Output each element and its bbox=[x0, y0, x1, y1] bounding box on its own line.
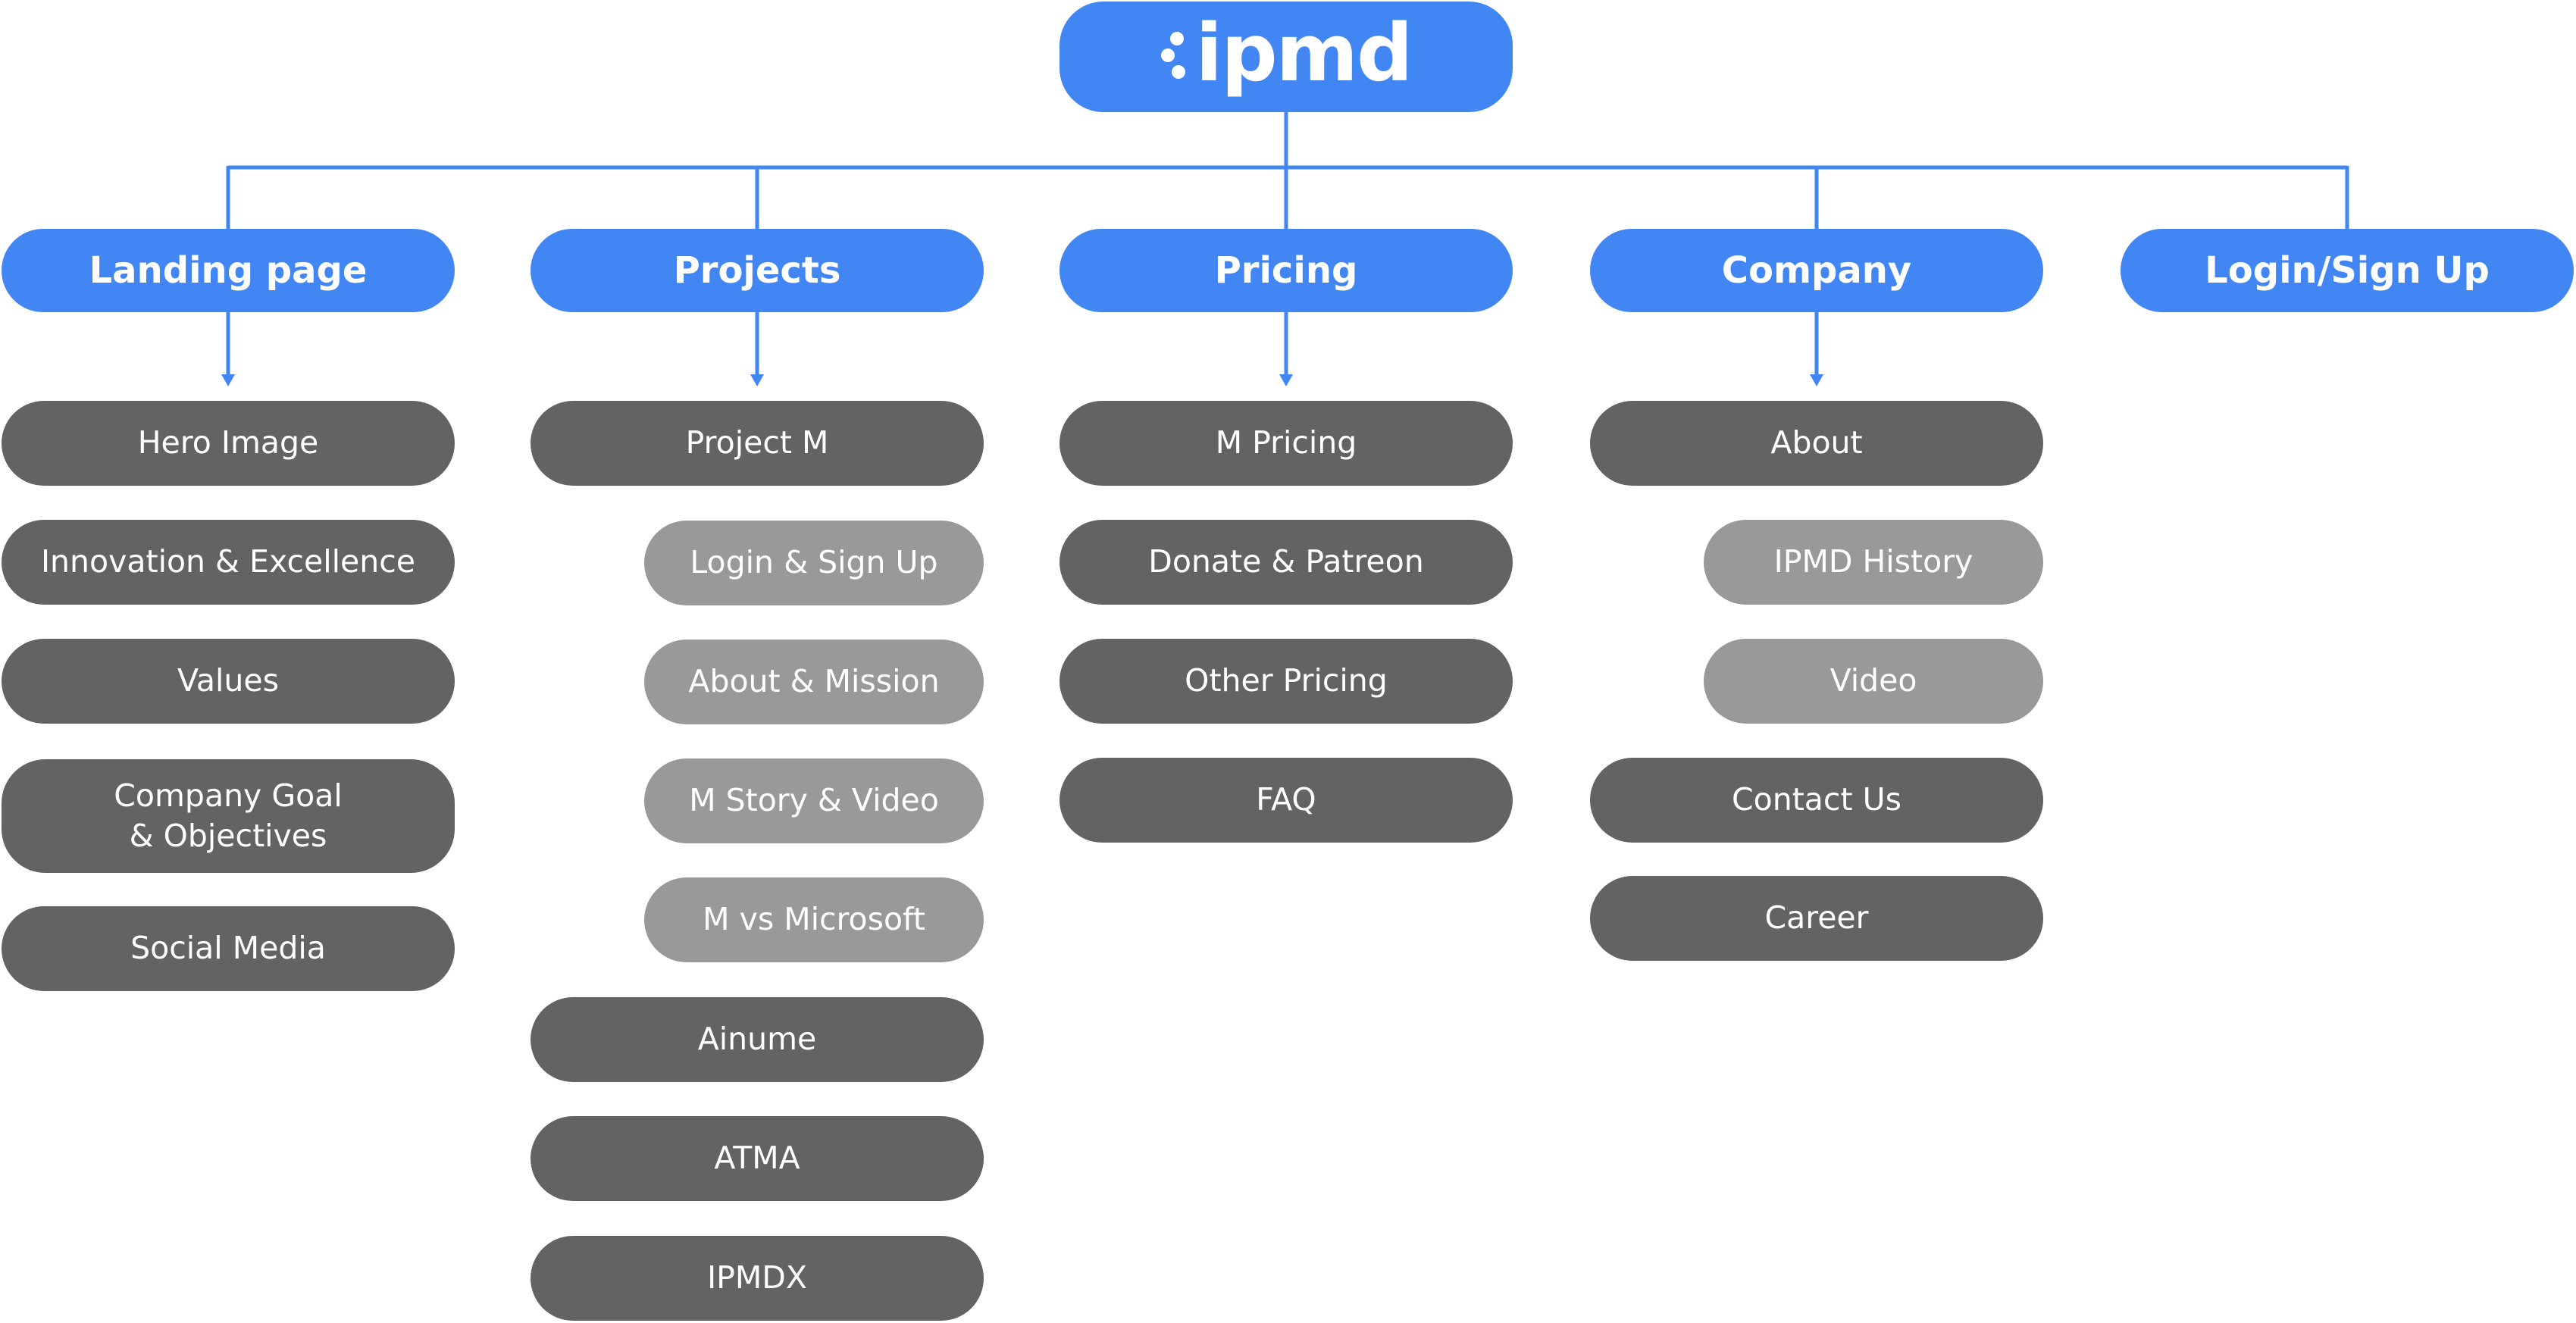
subpage-node-about-and-mission: About & Mission bbox=[644, 640, 984, 724]
subpage-node-ipmd-history: IPMD History bbox=[1704, 520, 2043, 605]
page-node-faq: FAQ bbox=[1060, 758, 1513, 843]
subpage-node-video: Video bbox=[1704, 639, 2043, 724]
subpage-node-m-vs-microsoft: M vs Microsoft bbox=[644, 877, 984, 962]
page-node-m-pricing: M Pricing bbox=[1060, 401, 1513, 486]
page-node-company-goal-and-objectives: Company Goal & Objectives bbox=[2, 759, 455, 873]
section-node-pricing: Pricing bbox=[1060, 229, 1513, 312]
arrow-head-landing-page bbox=[221, 374, 235, 386]
page-node-project-m: Project M bbox=[531, 401, 984, 486]
page-node-innovation-and-excellence: Innovation & Excellence bbox=[2, 520, 455, 605]
page-node-values: Values bbox=[2, 639, 455, 724]
section-node-projects: Projects bbox=[531, 229, 984, 312]
page-node-contact-us: Contact Us bbox=[1590, 758, 2043, 843]
page-node-social-media: Social Media bbox=[2, 906, 455, 991]
section-node-company: Company bbox=[1590, 229, 2043, 312]
page-node-ipmdx: IPMDX bbox=[531, 1236, 984, 1321]
subpage-node-m-story-and-video: M Story & Video bbox=[644, 758, 984, 843]
subpage-node-login-and-sign-up: Login & Sign Up bbox=[644, 521, 984, 605]
page-node-about: About bbox=[1590, 401, 2043, 486]
page-node-career: Career bbox=[1590, 876, 2043, 961]
logo-dots-icon bbox=[1160, 32, 1188, 82]
page-node-donate-and-patreon: Donate & Patreon bbox=[1060, 520, 1513, 605]
logo-wordmark: ipmd bbox=[1195, 7, 1413, 99]
arrow-head-company bbox=[1810, 374, 1823, 386]
arrow-head-projects bbox=[750, 374, 764, 386]
root-node-ipmd: ipmd bbox=[1060, 2, 1513, 112]
page-node-ainume: Ainume bbox=[531, 997, 984, 1082]
arrow-head-pricing bbox=[1279, 374, 1293, 386]
page-node-other-pricing: Other Pricing bbox=[1060, 639, 1513, 724]
page-node-atma: ATMA bbox=[531, 1116, 984, 1201]
section-node-login-sign-up: Login/Sign Up bbox=[2121, 229, 2574, 312]
page-node-hero-image: Hero Image bbox=[2, 401, 455, 486]
ipmd-logo: ipmd bbox=[1160, 14, 1413, 92]
section-node-landing-page: Landing page bbox=[2, 229, 455, 312]
